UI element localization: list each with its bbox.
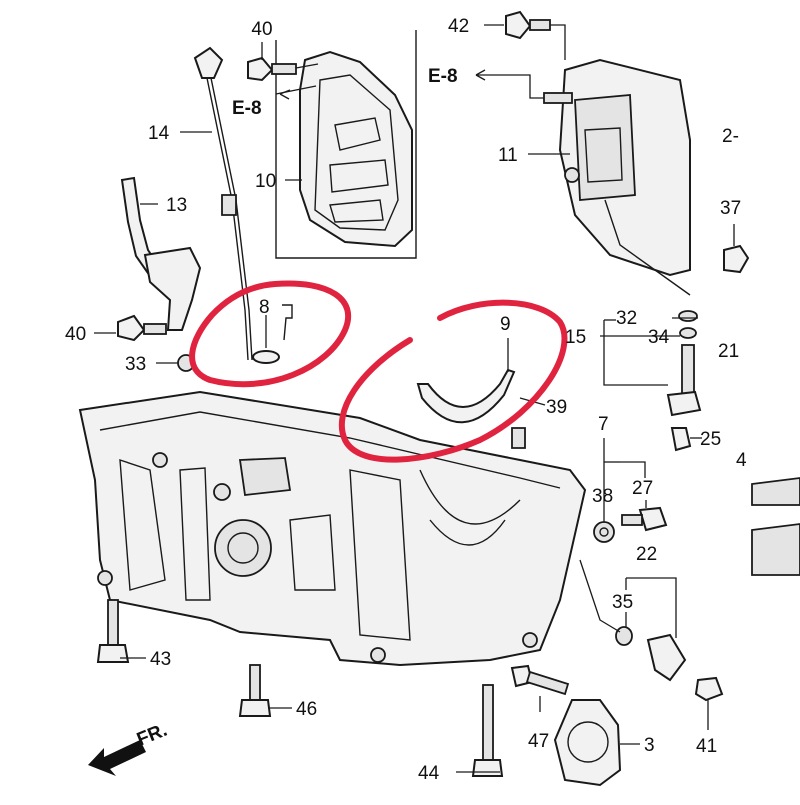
partial-part-right	[751, 477, 800, 506]
callout-4: 4	[736, 450, 747, 471]
e8-arrow-left	[279, 89, 291, 100]
pin-21	[666, 310, 702, 417]
callout-41: 41	[696, 736, 717, 757]
bolt-41	[694, 676, 724, 702]
callout-40-left: 40	[65, 324, 86, 345]
bolt-37	[723, 244, 750, 274]
callout-7: 7	[598, 414, 609, 435]
callout-47: 47	[528, 731, 549, 752]
front-direction-arrow: FR.	[88, 720, 170, 776]
callout-14: 14	[148, 123, 170, 144]
callout-42: 42	[448, 16, 469, 37]
callout-37: 37	[720, 198, 741, 219]
callout-43: 43	[150, 649, 171, 670]
highlight-circle-right	[338, 299, 568, 463]
callout-8: 8	[259, 297, 270, 318]
callout-10: 10	[255, 171, 276, 192]
callout-35: 35	[612, 592, 633, 613]
cover-3	[553, 699, 622, 787]
callout-44: 44	[418, 763, 440, 784]
baffle-9	[416, 368, 516, 424]
bolt-40-left	[117, 314, 167, 342]
callout-34: 34	[648, 327, 670, 348]
cover-11	[558, 58, 691, 296]
oil-pan	[78, 390, 587, 667]
tube-13	[120, 176, 202, 331]
callout-3: 3	[644, 735, 655, 756]
callout-21: 21	[718, 341, 739, 362]
callout-22: 22	[636, 544, 657, 565]
bolt-40-top	[247, 56, 297, 82]
callout-25: 25	[700, 429, 721, 450]
callout-38: 38	[592, 486, 613, 507]
direction-label: FR.	[134, 720, 170, 751]
callout-11: 11	[498, 145, 518, 166]
dipstick-14	[193, 46, 253, 361]
callout-39: 39	[546, 397, 567, 418]
group-frame	[275, 30, 417, 259]
callout-40-top: 40	[251, 19, 272, 40]
callout-46: 46	[296, 699, 317, 720]
o-ring-8	[252, 350, 280, 364]
sensor-22	[615, 626, 687, 682]
callout-32: 32	[616, 308, 637, 329]
bolt-42	[505, 10, 551, 40]
bolt-47	[510, 664, 570, 696]
callout-27: 27	[632, 478, 653, 499]
bolt-46	[238, 664, 272, 717]
cover-plate-10	[299, 50, 413, 248]
callout-labels: 40 E-8 14 10 13 8 40 33 42 E-8 11 2- 37 …	[65, 16, 747, 784]
callout-13: 13	[166, 195, 187, 216]
pin-8	[282, 304, 293, 341]
e8-arrow-right	[475, 69, 486, 81]
sensor-25	[670, 427, 692, 452]
callout-e8-left: E-8	[232, 98, 262, 119]
callout-15: 15	[565, 327, 586, 348]
callout-33: 33	[125, 354, 146, 375]
washer-38	[593, 521, 615, 543]
stud-e8-right	[543, 92, 573, 104]
bolt-27	[621, 506, 668, 532]
bolt-43	[96, 599, 130, 663]
highlight-circle-left	[189, 280, 352, 388]
callout-9: 9	[500, 314, 511, 335]
partial-part-right-2	[751, 523, 800, 576]
bolt-44	[471, 684, 504, 777]
callout-2: 2-	[722, 126, 739, 147]
callout-e8-right: E-8	[428, 66, 458, 87]
